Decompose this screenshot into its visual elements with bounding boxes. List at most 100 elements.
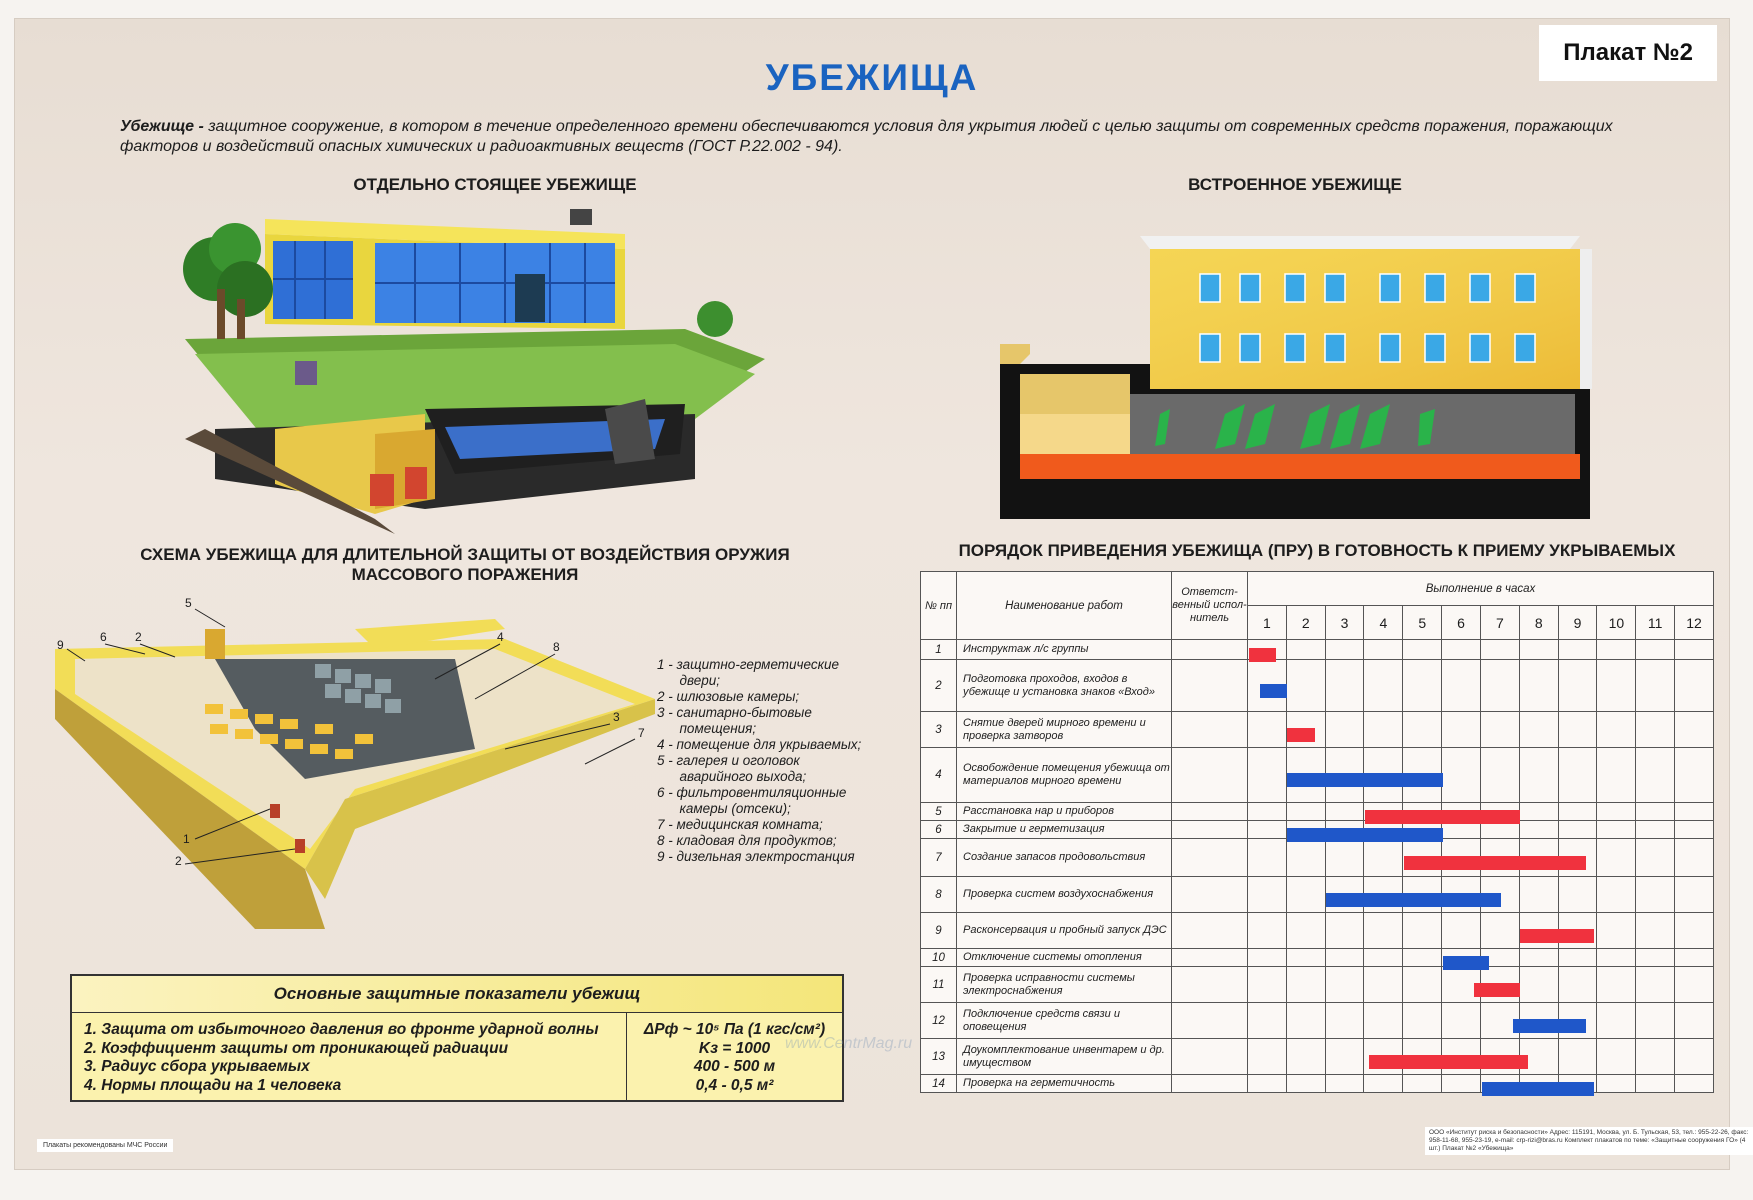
hour-cell: [1557, 966, 1598, 1003]
row-number: 10: [920, 948, 957, 967]
row-number: 5: [920, 802, 957, 821]
hour-cell: [1674, 659, 1714, 712]
hour-cell: [1324, 711, 1365, 748]
gantt-bar-11: [1473, 982, 1521, 997]
hour-cell: [1402, 966, 1443, 1003]
hour-cell: [1247, 1074, 1287, 1093]
row-number: 6: [920, 820, 957, 839]
hour-cell: [1324, 912, 1365, 949]
hour-cell: [1479, 912, 1520, 949]
definition-term: Убежище -: [120, 118, 204, 135]
hour-cell: [1635, 838, 1676, 877]
hour-cell: [1674, 1074, 1714, 1093]
legend-line: аварийного выхода;: [657, 769, 807, 784]
hour-cell: [1635, 876, 1676, 913]
hour-header: 8: [1518, 605, 1559, 640]
scheme-num-5: 5: [185, 596, 192, 610]
hour-cell: [1674, 802, 1714, 821]
scheme-num-6: 6: [100, 630, 107, 644]
hour-cell: [1518, 747, 1559, 803]
task-name: Доукомплектование инвентарем и др. имуще…: [956, 1038, 1172, 1075]
scheme-num-2b: 2: [135, 630, 142, 644]
hour-header: 12: [1674, 605, 1714, 640]
hour-header: 10: [1596, 605, 1637, 640]
col-header-name: Наименование работ: [956, 571, 1172, 640]
task-name: Освобождение помещения убежища от матери…: [956, 747, 1172, 803]
hour-cell: [1674, 639, 1714, 660]
hour-cell: [1596, 747, 1637, 803]
hour-cell: [1596, 1002, 1637, 1039]
legend-line: 5 - галерея и оголовок: [657, 753, 800, 768]
indicator-item: 2. Коэффициент защиты от проникающей рад…: [84, 1039, 509, 1057]
gantt-bar-4: [1287, 773, 1443, 787]
hour-cell: [1635, 912, 1676, 949]
responsible-cell: [1171, 838, 1248, 877]
hour-cell: [1441, 711, 1481, 748]
standalone-shelter-title: ОТДЕЛЬНО СТОЯЩЕЕ УБЕЖИЩЕ: [353, 175, 637, 194]
hour-cell: [1285, 966, 1326, 1003]
hour-cell: [1518, 659, 1559, 712]
hour-cell: [1557, 639, 1598, 660]
hour-cell: [1518, 802, 1559, 821]
hour-cell: [1247, 838, 1287, 877]
hour-cell: [1479, 639, 1520, 660]
hour-cell: [1247, 912, 1287, 949]
scheme-num-4: 4: [497, 630, 504, 644]
hour-cell: [1596, 912, 1637, 949]
order-title: ПОРЯДОК ПРИВЕДЕНИЯ УБЕЖИЩА (ПРУ) В ГОТОВ…: [958, 541, 1676, 560]
hour-cell: [1635, 820, 1676, 839]
scheme-title-line2: МАССОВОГО ПОРАЖЕНИЯ: [351, 565, 579, 584]
hour-cell: [1674, 747, 1714, 803]
shelter-scheme-illustration: 1 2 2 3 4 5 6 7 8 9: [55, 596, 655, 929]
row-number: 4: [920, 747, 957, 803]
hour-header: 3: [1324, 605, 1365, 640]
hour-cell: [1557, 747, 1598, 803]
responsible-cell: [1171, 1002, 1248, 1039]
hour-cell: [1402, 1074, 1443, 1093]
hour-cell: [1518, 711, 1559, 748]
hour-cell: [1635, 711, 1676, 748]
hour-cell: [1596, 711, 1637, 748]
hour-cell: [1557, 711, 1598, 748]
hour-cell: [1441, 912, 1481, 949]
hour-cell: [1596, 838, 1637, 877]
row-number: 2: [920, 659, 957, 712]
hour-cell: [1363, 1074, 1404, 1093]
hour-cell: [1402, 711, 1443, 748]
definition-body: защитное сооружение, в котором в течение…: [120, 118, 1613, 155]
responsible-cell: [1171, 1038, 1248, 1075]
hour-cell: [1441, 1002, 1481, 1039]
legend-line: 3 - санитарно-бытовые: [657, 705, 812, 720]
col-header-num: № пп: [920, 571, 957, 640]
task-name: Проверка исправности системы электроснаб…: [956, 966, 1172, 1003]
poster-number-label: Плакат №2: [1539, 25, 1717, 81]
hour-cell: [1479, 747, 1520, 803]
hour-cell: [1557, 1038, 1598, 1075]
responsible-cell: [1171, 1074, 1248, 1093]
hour-cell: [1324, 802, 1365, 821]
indicator-value: 0,4 - 0,5 м²: [695, 1076, 774, 1094]
hour-header: 5: [1402, 605, 1443, 640]
hour-header: 2: [1285, 605, 1326, 640]
hour-cell: [1596, 1074, 1637, 1093]
row-number: 14: [920, 1074, 957, 1093]
hour-cell: [1363, 711, 1404, 748]
gantt-bar-3: [1287, 727, 1315, 742]
hour-header: 4: [1363, 605, 1404, 640]
hour-cell: [1635, 1038, 1676, 1075]
gantt-bar-12: [1512, 1018, 1587, 1033]
task-name: Подключение средств связи и оповещения: [956, 1002, 1172, 1039]
hour-cell: [1247, 876, 1287, 913]
footer-publisher: ООО «Институт риска и безопасности» Адре…: [1425, 1127, 1753, 1155]
gantt-bar-9: [1520, 928, 1595, 943]
scheme-title-line1: СХЕМА УБЕЖИЩА ДЛЯ ДЛИТЕЛЬНОЙ ЗАЩИТЫ ОТ В…: [140, 545, 790, 564]
hour-cell: [1402, 1002, 1443, 1039]
hour-cell: [1402, 948, 1443, 967]
